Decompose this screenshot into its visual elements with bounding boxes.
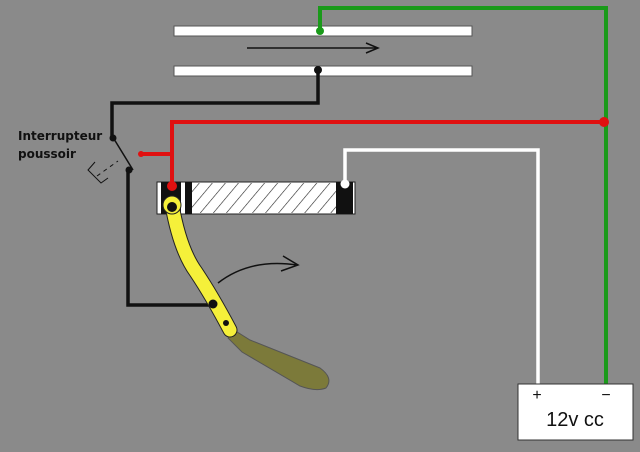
pedal-lever — [227, 329, 330, 391]
junction-dot — [599, 117, 609, 127]
pivot-dot — [167, 202, 177, 212]
battery-label: 12v cc — [546, 409, 604, 431]
feed-wire — [170, 120, 604, 186]
battery-minus: − — [601, 387, 610, 404]
wiper-arm — [165, 198, 237, 337]
curved-arrow-icon — [217, 255, 300, 284]
switch-label-line2: poussoir — [18, 147, 76, 161]
switch-arm-wire — [126, 170, 213, 307]
arm-contact-dot — [208, 299, 218, 309]
battery-plus: + — [532, 387, 541, 404]
push-switch-icon — [87, 134, 134, 184]
rheostat-resistor — [156, 179, 356, 215]
switch-feed-dot — [138, 151, 144, 157]
rail-contact-dot — [314, 66, 322, 74]
switch-label-line1: Interrupteur — [18, 129, 102, 143]
rail-switch-wire — [110, 70, 320, 138]
bottom-rail — [173, 65, 473, 77]
arm-hole — [223, 320, 229, 326]
direction-arrow-icon — [247, 42, 380, 54]
positive-wire — [343, 148, 540, 386]
battery: + − 12v cc — [517, 383, 634, 441]
rail-contact-dot — [316, 27, 324, 35]
negative-wire — [318, 6, 608, 386]
